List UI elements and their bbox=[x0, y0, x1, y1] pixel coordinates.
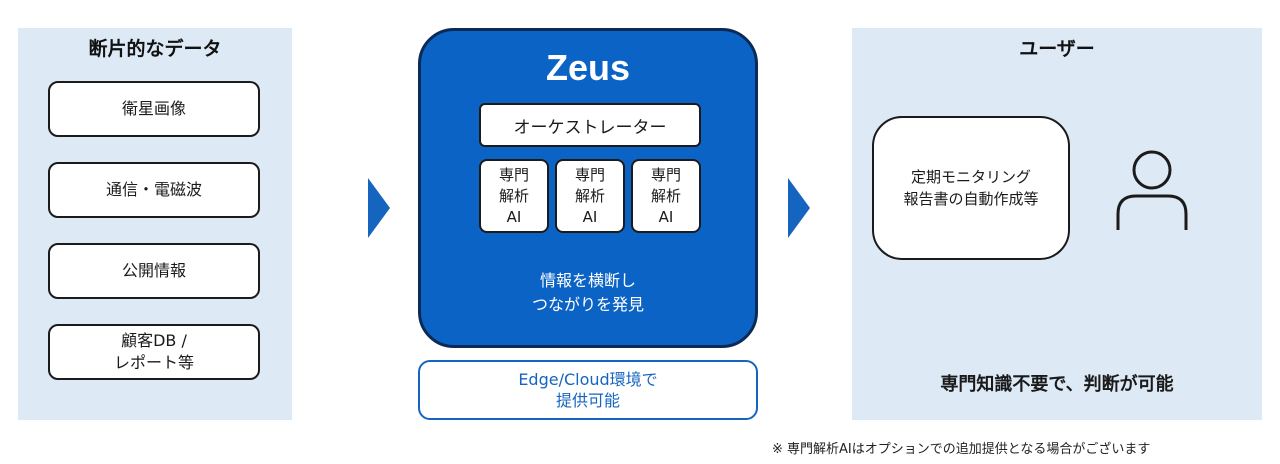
data-sources-panel: 断片的なデータ 衛星画像 通信・電磁波 公開情報 顧客DB / レポート等 bbox=[18, 28, 292, 420]
orchestrator-box: オーケストレーター bbox=[479, 103, 701, 147]
user-conclusion: 専門知識不要で、判断が可能 bbox=[940, 374, 1174, 395]
deployment-box: Edge/Cloud環境で 提供可能 bbox=[418, 360, 758, 420]
zeus-caption: 情報を横断し つながりを発見 bbox=[531, 271, 644, 314]
data-sources-title: 断片的なデータ bbox=[88, 38, 222, 60]
flow-arrow-to-user bbox=[788, 178, 810, 238]
user-icon bbox=[1116, 150, 1188, 230]
ai-module-2: 専門 解析 AI bbox=[555, 159, 625, 233]
source-communications: 通信・電磁波 bbox=[48, 162, 260, 218]
zeus-title: Zeus bbox=[545, 47, 631, 88]
user-panel-title: ユーザー bbox=[1019, 38, 1095, 60]
flow-arrow-to-zeus bbox=[368, 178, 390, 238]
source-satellite-images: 衛星画像 bbox=[48, 81, 260, 137]
report-output-box: 定期モニタリング 報告書の自動作成等 bbox=[872, 116, 1070, 260]
zeus-platform: Zeus オーケストレーター 専門 解析 AI 専門 解析 AI 専門 解析 A… bbox=[418, 28, 758, 348]
ai-module-1: 専門 解析 AI bbox=[479, 159, 549, 233]
source-customer-db: 顧客DB / レポート等 bbox=[48, 324, 260, 380]
user-panel: ユーザー 定期モニタリング 報告書の自動作成等 専門知識不要で、判断が可能 bbox=[852, 28, 1262, 420]
footnote: ※ 専門解析AIはオプションでの追加提供となる場合がございます bbox=[772, 442, 1151, 457]
source-public-info: 公開情報 bbox=[48, 243, 260, 299]
ai-module-3: 専門 解析 AI bbox=[631, 159, 701, 233]
